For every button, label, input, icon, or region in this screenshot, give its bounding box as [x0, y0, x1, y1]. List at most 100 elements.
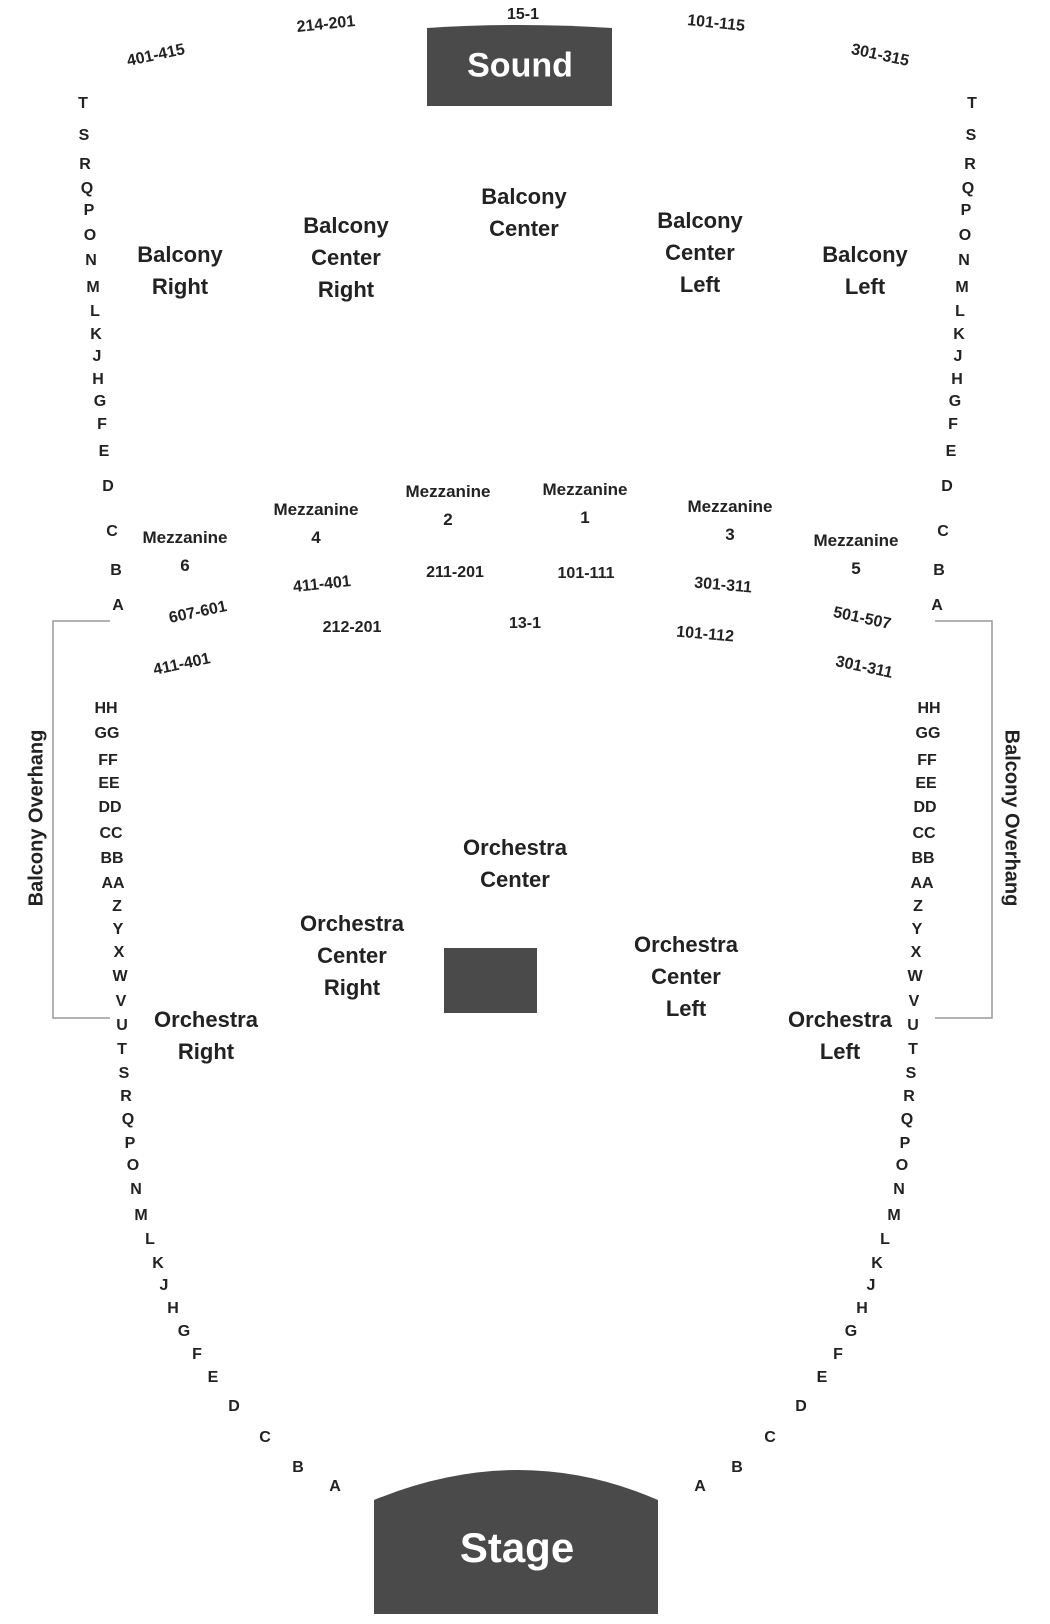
row-label: T [908, 1041, 918, 1058]
section-label-line: Right [317, 277, 375, 302]
row-label: X [910, 944, 922, 961]
section-label-line: Orchestra [463, 835, 567, 860]
row-label: X [113, 944, 125, 961]
row-label: L [90, 303, 100, 320]
row-label: M [955, 279, 969, 296]
stage [374, 1470, 658, 1614]
row-label: A [112, 597, 124, 614]
row-label: S [965, 127, 977, 144]
seat-range: 212-201 [322, 619, 382, 636]
row-label: Z [913, 898, 923, 915]
section-label-line: 6 [180, 556, 190, 575]
row-label: J [866, 1277, 876, 1294]
section-balcony-left[interactable]: Balcony Left [822, 239, 908, 303]
section-label-line: Right [151, 274, 209, 299]
row-label: P [899, 1135, 911, 1152]
row-label: BB [911, 850, 935, 867]
row-label: U [116, 1017, 128, 1034]
row-label: C [259, 1429, 271, 1446]
seat-range: 13-1 [508, 615, 542, 632]
row-label: L [880, 1231, 890, 1248]
overhang-line-left [52, 620, 110, 1019]
section-label-line: Right [323, 975, 381, 1000]
row-label: P [124, 1135, 136, 1152]
section-mezzanine-1[interactable]: Mezzanine 1 [542, 476, 627, 532]
row-label: B [110, 562, 122, 579]
section-mezzanine-6[interactable]: Mezzanine 6 [142, 524, 227, 580]
section-label-line: Mezzanine [813, 531, 899, 550]
row-label: GG [915, 725, 941, 742]
row-label: L [145, 1231, 155, 1248]
section-mezzanine-5[interactable]: Mezzanine 5 [813, 527, 898, 583]
row-label: E [816, 1369, 828, 1386]
row-label: D [941, 478, 953, 495]
row-label: G [93, 393, 107, 410]
row-label: Z [112, 898, 122, 915]
section-mezzanine-3[interactable]: Mezzanine 3 [687, 493, 772, 549]
section-label-line: Mezzanine [142, 528, 228, 547]
section-label-line: Left [665, 996, 707, 1021]
row-label: HH [917, 700, 941, 717]
row-label: S [118, 1065, 130, 1082]
row-label: J [92, 348, 102, 365]
section-label-line: 5 [851, 559, 861, 578]
row-label: M [887, 1207, 901, 1224]
row-label: N [958, 252, 970, 269]
section-label-line: Center [651, 964, 721, 989]
section-label-line: Left [679, 272, 721, 297]
section-orchestra-center-right[interactable]: Orchestra Center Right [300, 908, 404, 1004]
section-label-line: Balcony [657, 208, 743, 233]
section-mezzanine-4[interactable]: Mezzanine 4 [273, 496, 358, 552]
row-label: C [106, 523, 118, 540]
row-label: D [228, 1398, 240, 1415]
row-label: C [937, 523, 949, 540]
row-label: O [126, 1157, 140, 1174]
section-balcony-right[interactable]: Balcony Right [137, 239, 223, 303]
row-label: R [964, 156, 976, 173]
row-label: B [933, 562, 945, 579]
row-label: N [893, 1181, 905, 1198]
row-label: HH [94, 700, 118, 717]
row-label: K [953, 326, 965, 343]
seat-range: 211-201 [426, 564, 484, 581]
row-label: S [905, 1065, 917, 1082]
section-balcony-center-right[interactable]: Balcony Center Right [303, 210, 389, 306]
row-label: G [177, 1323, 191, 1340]
sound-booth [427, 25, 612, 106]
section-orchestra-right[interactable]: Orchestra Right [154, 1004, 258, 1068]
row-label: C [764, 1429, 776, 1446]
row-label: J [953, 348, 963, 365]
row-label: D [795, 1398, 807, 1415]
row-label: CC [99, 825, 123, 842]
section-orchestra-center[interactable]: Orchestra Center [463, 832, 567, 896]
row-label: EE [915, 775, 937, 792]
row-label: P [960, 202, 972, 219]
row-label: H [856, 1300, 868, 1317]
row-label: K [871, 1255, 883, 1272]
section-balcony-center-left[interactable]: Balcony Center Left [657, 205, 743, 301]
section-label-line: Left [819, 1039, 861, 1064]
row-label: A [694, 1478, 706, 1495]
row-label: Q [80, 180, 94, 197]
sound-label: Sound [467, 46, 573, 85]
row-label: H [92, 371, 104, 388]
row-label: Q [900, 1111, 914, 1128]
section-orchestra-left[interactable]: Orchestra Left [788, 1004, 892, 1068]
row-label: M [86, 279, 100, 296]
row-label: H [167, 1300, 179, 1317]
row-label: O [958, 227, 972, 244]
section-balcony-center[interactable]: Balcony Center [481, 181, 567, 245]
row-label: F [192, 1346, 202, 1363]
section-label-line: Orchestra [788, 1007, 892, 1032]
row-label: EE [98, 775, 120, 792]
row-label: GG [94, 725, 120, 742]
section-orchestra-center-left[interactable]: Orchestra Center Left [634, 929, 738, 1025]
row-label: F [833, 1346, 843, 1363]
row-label: FF [98, 752, 118, 769]
overhang-label-right: Balcony Overhang [1000, 729, 1023, 907]
section-mezzanine-2[interactable]: Mezzanine 2 [405, 478, 490, 534]
row-label: K [90, 326, 102, 343]
row-label: V [115, 993, 127, 1010]
